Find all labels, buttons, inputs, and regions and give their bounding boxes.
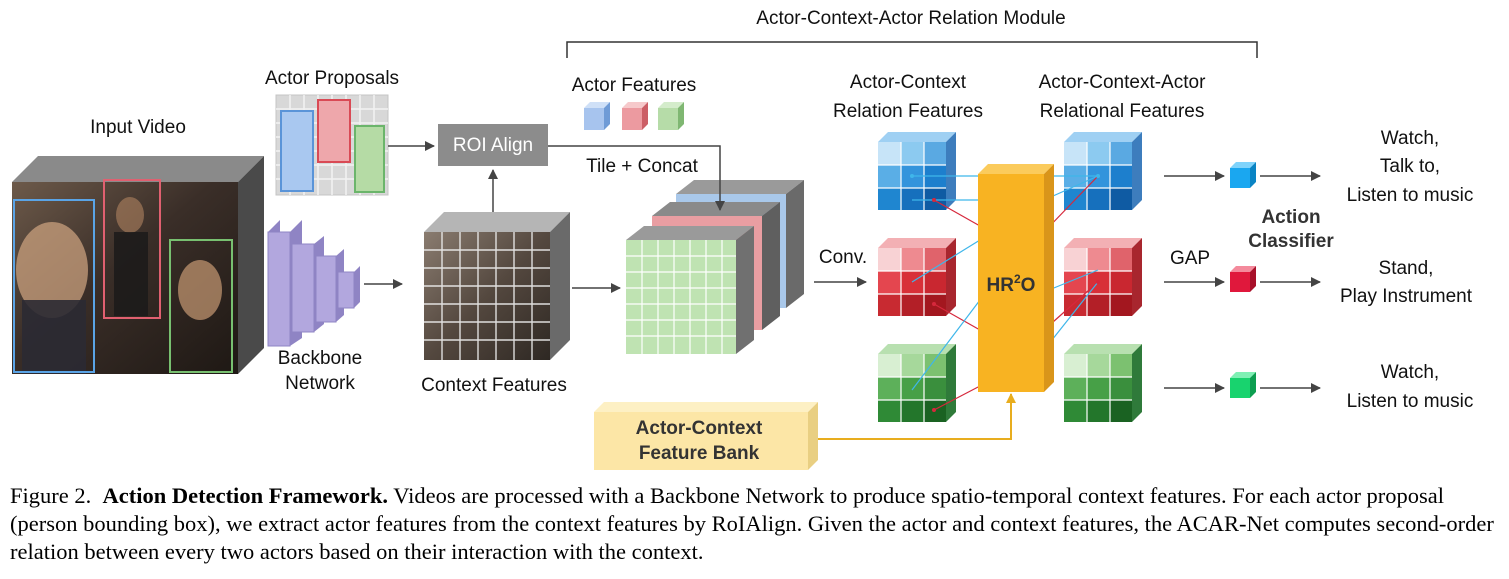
classifier-cubes	[1230, 162, 1256, 398]
action-classifier-label-line1: Action	[1261, 207, 1320, 228]
output-1-line1: Watch,	[1381, 128, 1439, 149]
output-1-line3: Listen to music	[1347, 185, 1474, 206]
input-video-label: Input Video	[90, 117, 186, 138]
acrf-label-line1: Actor-Context	[850, 72, 967, 93]
module-title: Actor-Context-Actor Relation Module	[756, 8, 1065, 29]
framework-diagram: Actor-Context-Actor Relation Module Inpu…	[12, 8, 1474, 470]
relation-cube-red	[878, 238, 956, 316]
module-bracket	[566, 41, 1258, 58]
feature-bank-label-line1: Actor-Context	[636, 418, 763, 439]
acarf-label-line2: Relational Features	[1040, 101, 1205, 122]
roi-to-concat-arrow	[548, 145, 725, 211]
feature-bank-label-line2: Feature Bank	[639, 443, 760, 464]
hr2o-label: HR2O	[987, 272, 1036, 296]
figure-caption: Figure 2. Action Detection Framework. Vi…	[10, 482, 1500, 566]
output-1-line2: Talk to,	[1380, 156, 1440, 177]
context-features-cube	[424, 212, 570, 360]
actor-proposals-grid	[275, 94, 389, 196]
roi-align-label: ROI Align	[453, 135, 533, 156]
relation-cube-blue	[878, 132, 956, 210]
caption-figure-label: Figure 2.	[10, 483, 92, 508]
relational-cube-blue	[1064, 132, 1142, 210]
actor-proposals-label: Actor Proposals	[265, 68, 399, 89]
relation-cube-green	[878, 344, 956, 422]
output-2-line1: Stand,	[1379, 258, 1434, 279]
output-2-line2: Play Instrument	[1340, 286, 1473, 307]
conv-label: Conv.	[819, 247, 867, 268]
backbone-label-line2: Network	[285, 373, 355, 394]
hr2o-block	[978, 164, 1054, 392]
acarf-label-line1: Actor-Context-Actor	[1039, 72, 1206, 93]
output-3-line2: Listen to music	[1347, 391, 1474, 412]
output-3-line1: Watch,	[1381, 362, 1439, 383]
relational-cube-green	[1064, 344, 1142, 422]
input-video-cube	[12, 156, 264, 374]
action-classifier-label-line2: Classifier	[1248, 231, 1334, 252]
acrf-label-line2: Relation Features	[833, 101, 983, 122]
feature-bank-arrow	[818, 393, 1016, 440]
actor-feature-cubes	[584, 102, 684, 130]
caption-text: Videos are processed with a Backbone Net…	[10, 483, 1494, 564]
roi-align-box	[438, 124, 548, 166]
concat-blocks	[626, 180, 804, 354]
tile-concat-label: Tile + Concat	[586, 156, 698, 177]
actor-features-label: Actor Features	[572, 75, 697, 96]
relational-cube-red	[1064, 238, 1142, 316]
caption-title: Action Detection Framework.	[102, 483, 389, 508]
feature-bank-box	[594, 402, 818, 470]
context-features-label: Context Features	[421, 375, 567, 396]
backbone-label-line1: Backbone	[278, 348, 363, 369]
gap-label: GAP	[1170, 248, 1210, 269]
backbone-network-shape	[267, 220, 360, 347]
